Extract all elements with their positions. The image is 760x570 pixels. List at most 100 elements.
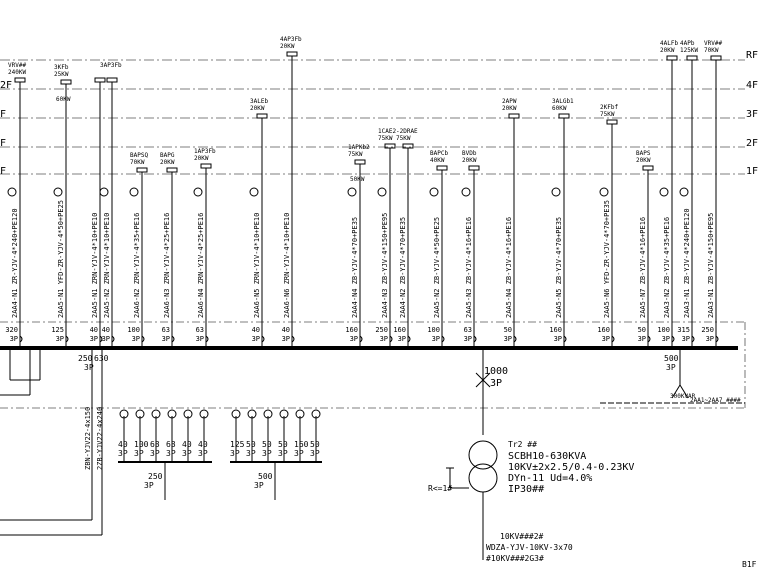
circuit-poles: 3P [681,335,690,343]
bank-meter-icon [135,409,145,419]
circuit-poles: 3P [55,335,64,343]
meter-icon [193,187,203,197]
load-box [642,165,654,171]
circuit-poles: 3P [195,335,204,343]
load-box [354,159,366,165]
circuit-poles: 3P [661,335,670,343]
circuit-poles: 3P [251,335,260,343]
load-name: BVDb [462,150,477,157]
bank-a-main-poles: 3P [144,481,154,490]
left-floor-label: F [0,138,7,149]
circuit-cable: 2AA4-N3 ZB-YJV-4*150+PE95 [381,212,389,318]
circuit-breaker-symbol [513,335,517,343]
meter-icon [53,187,63,197]
bank-poles: 3P [278,449,288,458]
cap-breaker-rating: 500 [664,354,679,363]
circuit-cable: 2AA5-N5 ZB-YJV-4*70+PE35 [555,216,563,318]
load-box [60,79,72,85]
circuit-cable: 2AA5-N2 ZRN-YJV-4*10+PE10 [103,212,111,318]
load-name: 2KFbf [600,104,619,111]
circuit-rating: 315 [677,326,690,334]
left-floor-label: 2F [0,80,13,91]
circuit-poles: 3P [637,335,646,343]
main-breaker-poles: 3P [490,378,503,389]
circuit-poles: 3P [379,335,388,343]
load-name: 3KFb [54,64,69,71]
circuit-cable: 2AA4-N2 ZB-YJV-4*70+PE35 [399,216,407,318]
meter-icon [429,187,439,197]
bank-meter-icon [231,409,241,419]
circuit-cable: 2AA6-N2 ZRN-YJV-4*35+PE16 [133,212,141,318]
meter-icon [7,187,17,197]
load-name: BAPG [160,152,175,159]
floor-label-rf: RF [746,50,759,61]
meter-icon [99,187,109,197]
load-name: 3ALEb [250,98,269,105]
load-power: 20KW [660,47,675,54]
transformer-voltage: 10KV±2x2.5/0.4-0.23KV [508,462,635,473]
circuit-cable: 2AA3-N1 ZB-YJV-4*150+PE95 [707,212,715,318]
bank-poles: 3P [294,449,304,458]
circuit-rating: 100 [427,326,440,334]
load-box [436,165,448,171]
load-name: BAPCb [430,150,449,157]
load-box [468,165,480,171]
bank-meter-icon [151,409,161,419]
bank-rating: 63 [166,440,176,449]
meter-icon [461,187,471,197]
circuit-rating: 50 [503,326,512,334]
bank-a-main-rating: 250 [148,472,163,481]
panel-outline [0,321,746,409]
circuit-rating: 160 [597,326,610,334]
bank-meter-icon [167,409,177,419]
circuit-rating: 40 [281,326,290,334]
load-power: 60KW [552,105,567,112]
load-power: 240KW [8,69,27,76]
bank-poles: 3P [134,449,144,458]
meter-icon [249,187,259,197]
load-power: 70KW [130,159,145,166]
load-power: 75KW [348,151,363,158]
circuit-poles: 3P [705,335,714,343]
load-box [384,143,396,149]
bank-rating: 40 [182,440,192,449]
circuit-breaker-symbol [141,335,145,343]
transformer-name: Tr2 ## [508,440,537,449]
circuit-rating: 50 [637,326,646,334]
circuit-rating: 40 [89,326,98,334]
load-power: 25KW [54,71,69,78]
bank-poles: 3P [150,449,160,458]
load-name: 2APW [502,98,517,105]
circuit-cable: 2AA6-N6 ZRN-YJV-4*10+PE10 [283,212,291,318]
bank-rating: 40 [198,440,208,449]
bank-poles: 3P [166,449,176,458]
load-name: 1AP3Fb [194,148,216,155]
load-box [14,77,26,83]
bank-meter-icon [199,409,209,419]
transformer-vector: DYn-11 Ud=4.0% [508,473,593,484]
bank-poles: 3P [310,449,320,458]
bank-rating: 63 [150,440,160,449]
load-box [710,55,722,61]
circuit-breaker-symbol [671,335,675,343]
load-power: 20KW [636,157,651,164]
circuit-breaker-symbol [291,335,295,343]
load-box [200,163,212,169]
load-box [606,119,618,125]
load-power: 20KW [502,105,517,112]
bank-b-main-rating: 500 [258,472,273,481]
load-box [286,51,298,57]
circuit-poles: 3P [131,335,140,343]
load-power: 20KW [462,157,477,164]
circuit-rating: 160 [345,326,358,334]
hv-cable-line2: WDZA-YJV-10KV-3x70 [486,543,573,552]
circuit-breaker-symbol [611,335,615,343]
load-power: 40KW [430,157,445,164]
circuit-breaker-symbol [111,335,115,343]
circuit-rating: 40 [251,326,260,334]
circuit-cable: 2AA5-N4 ZB-YJV-4*16+PE16 [505,216,513,318]
bank-meter-icon [183,409,193,419]
left-floor-label: F [0,166,7,177]
meter-icon [659,187,669,197]
circuit-poles: 3P [161,335,170,343]
